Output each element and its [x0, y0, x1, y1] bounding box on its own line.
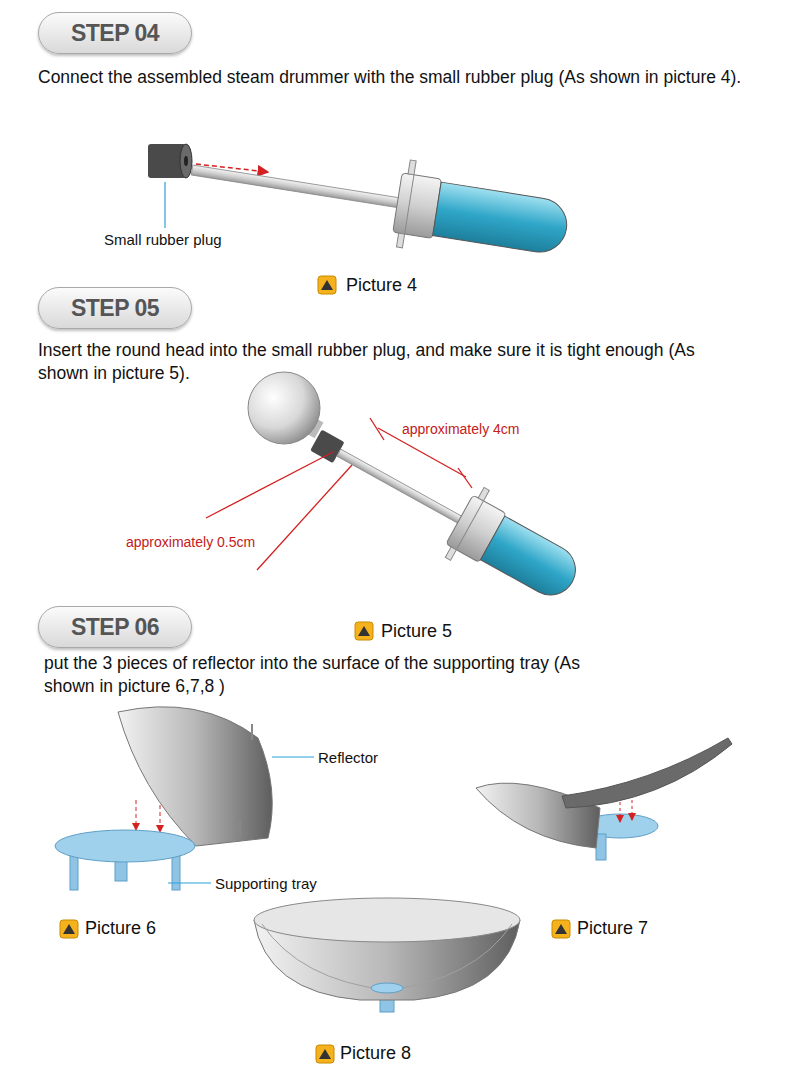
leader-line	[164, 182, 165, 228]
instruction-text: Insert the round head into the small rub…	[38, 339, 738, 385]
picture-icon	[60, 920, 78, 938]
assembled-drummer	[297, 405, 592, 617]
part-name: Supporting tray	[215, 874, 317, 894]
steam-drummer	[185, 127, 573, 273]
picture-icon	[318, 276, 336, 294]
part-name: Small rubber plug	[104, 230, 222, 250]
picture-icon	[552, 920, 570, 938]
step-badge: STEP 05	[38, 287, 192, 329]
step-badge: STEP 06	[38, 606, 192, 648]
reflector-piece	[118, 707, 272, 846]
step-title: STEP 06	[71, 614, 159, 641]
dimension-label: approximately 0.5cm	[126, 533, 255, 551]
rubber-plug	[148, 144, 192, 178]
round-head	[248, 372, 320, 444]
picture-icon	[355, 622, 373, 640]
dimension-label: approximately 4cm	[402, 420, 520, 438]
reflector-bowl	[254, 898, 520, 1012]
picture-caption: Picture 4	[346, 274, 417, 297]
step-title: STEP 04	[71, 20, 159, 47]
part-name: Reflector	[318, 748, 378, 768]
picture-icon	[316, 1045, 334, 1063]
instruction-text: put the 3 pieces of reflector into the s…	[44, 652, 614, 698]
supporting-tray	[55, 830, 195, 890]
picture-caption: Picture 6	[85, 917, 156, 940]
picture-caption: Picture 7	[577, 917, 648, 940]
step-title: STEP 05	[71, 295, 159, 322]
picture-caption: Picture 5	[381, 620, 452, 643]
step-badge: STEP 04	[38, 12, 192, 54]
picture-caption: Picture 8	[340, 1042, 411, 1065]
instruction-text: Connect the assembled steam drummer with…	[38, 66, 788, 89]
reflector-assembly	[476, 738, 732, 860]
